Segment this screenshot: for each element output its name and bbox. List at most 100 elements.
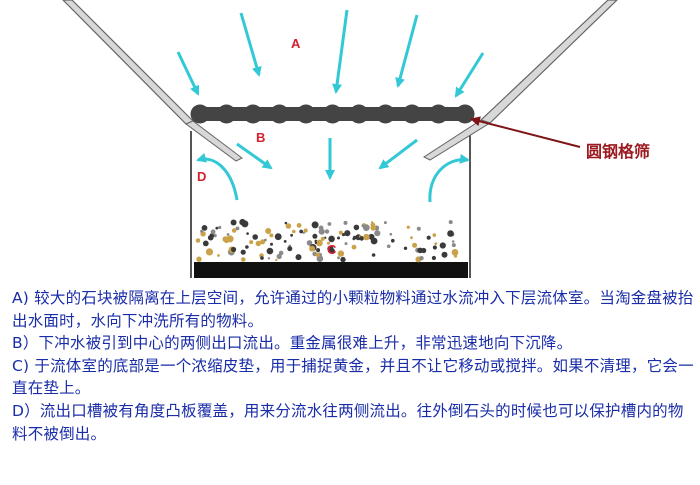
particle — [196, 256, 202, 262]
particle — [371, 253, 376, 257]
round-steel-grate-icon — [190, 104, 475, 124]
particle — [327, 241, 330, 245]
particle — [231, 228, 237, 233]
particle — [278, 250, 284, 256]
particle — [252, 234, 258, 240]
particle — [403, 246, 408, 250]
particle — [412, 242, 418, 248]
particle — [241, 257, 246, 262]
particle — [239, 218, 246, 226]
particle — [275, 258, 278, 262]
caption-line-d: D）流出口槽被有角度凸板覆盖，用来分流水往两侧流出。往外倒石头的时候也可以保护槽… — [12, 401, 684, 443]
particle — [316, 248, 321, 253]
label-a: A — [291, 36, 301, 51]
grate-bar — [323, 104, 342, 124]
particle — [344, 242, 348, 246]
particle — [316, 239, 323, 247]
water-flow-arrow-icon — [239, 12, 262, 77]
particle — [205, 248, 214, 256]
particle — [217, 254, 220, 257]
particle — [406, 225, 410, 229]
caption-line-b: B）下冲水被引到中心的两侧出口流出。重金属很难上升，非常迅速地向下沉降。 — [12, 334, 573, 353]
particle — [368, 233, 375, 240]
particle — [269, 233, 274, 238]
particle — [363, 233, 370, 241]
particle — [260, 239, 266, 245]
particle — [419, 256, 424, 261]
grate-bar — [217, 104, 236, 124]
particle — [441, 251, 448, 258]
particle — [265, 228, 272, 234]
particle — [328, 235, 335, 243]
grate-bar — [349, 104, 369, 124]
particle — [299, 229, 304, 234]
particle — [283, 240, 287, 243]
particle — [230, 219, 237, 226]
label-d: D — [197, 169, 206, 184]
particle — [391, 238, 395, 243]
particle — [246, 232, 249, 235]
particle — [264, 238, 267, 242]
particle — [226, 233, 230, 236]
water-flow-arrow-icon — [196, 152, 239, 201]
particle — [416, 226, 421, 231]
particle — [213, 233, 217, 238]
particle — [327, 222, 332, 226]
water-flow-arrow-icon — [332, 9, 349, 94]
particle — [351, 244, 357, 250]
water-flow-arrow-icon — [176, 51, 200, 96]
particle — [389, 232, 393, 236]
particle — [215, 226, 219, 230]
grate-callout-line — [470, 116, 581, 148]
particle — [338, 230, 343, 235]
particle — [202, 240, 209, 247]
label-b: B — [256, 130, 265, 145]
particle — [249, 240, 254, 245]
particle — [292, 229, 296, 234]
particle — [318, 228, 325, 235]
particle — [303, 228, 308, 233]
particle — [316, 255, 324, 262]
particle — [309, 245, 316, 252]
particle — [290, 233, 293, 237]
gold-pan-diagram: A B C D 圆钢格筛 — [62, 0, 650, 278]
water-flow-arrow-icon — [428, 153, 470, 203]
particle — [447, 230, 454, 237]
grate-bar — [376, 104, 395, 124]
particle — [231, 246, 237, 253]
particle — [311, 221, 319, 229]
grate-bar — [455, 104, 475, 124]
particle — [386, 244, 391, 249]
particle — [448, 220, 453, 225]
particle — [337, 256, 340, 260]
particle — [362, 224, 370, 232]
particle — [320, 236, 325, 241]
particle — [451, 240, 455, 243]
particle — [370, 221, 374, 224]
particle — [374, 230, 381, 237]
particle — [240, 249, 246, 255]
caption-line-c: C) 于流体室的底部是一个浓缩皮垫，用于捕捉黄金，并且不让它移动或搅拌。如果不清… — [12, 356, 694, 398]
gold-particle-icon — [195, 218, 459, 263]
grate-bar — [270, 104, 289, 124]
grate-callout-label: 圆钢格筛 — [586, 142, 650, 161]
particle — [417, 247, 424, 254]
water-flow-arrow-icon — [454, 52, 485, 98]
particle — [209, 233, 214, 238]
particle — [274, 233, 282, 241]
particle — [434, 242, 438, 246]
particle — [432, 245, 437, 250]
particle — [285, 223, 292, 229]
particle — [315, 252, 321, 258]
particle — [266, 247, 274, 255]
particle — [359, 236, 365, 241]
particle — [287, 246, 293, 252]
particle — [312, 233, 318, 239]
caption-line-a: A) 较大的石块被隔离在上层空间，允许通过的小颗粒物料通过水流冲入下层流体室。当… — [12, 289, 694, 330]
particle — [195, 238, 201, 243]
particle — [210, 229, 216, 235]
particle — [352, 237, 356, 241]
particle — [370, 225, 377, 231]
particle — [451, 243, 456, 248]
particle — [329, 248, 335, 254]
